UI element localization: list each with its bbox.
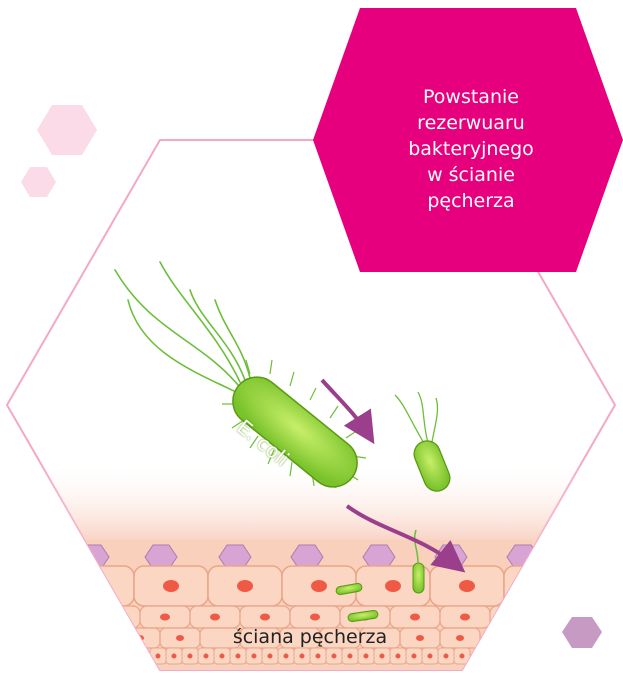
title-line-2: rezerwuaru: [417, 110, 525, 136]
title-line-1: Powstanie: [423, 84, 519, 110]
title-line-5: pęcherza: [427, 188, 514, 214]
title-line-3: bakteryjnego: [408, 136, 534, 162]
basal-cells: [150, 648, 470, 664]
title-line-4: w ścianie: [427, 162, 515, 188]
decorative-hexagon-small: [21, 167, 56, 197]
bladder-wall-label: ściana pęcherza: [200, 626, 420, 648]
decorative-hexagon-large: [37, 105, 97, 155]
title-text: Powstanie rezerwuaru bakteryjnego w ścia…: [360, 56, 582, 242]
decorative-hexagon-lilac: [562, 617, 602, 648]
